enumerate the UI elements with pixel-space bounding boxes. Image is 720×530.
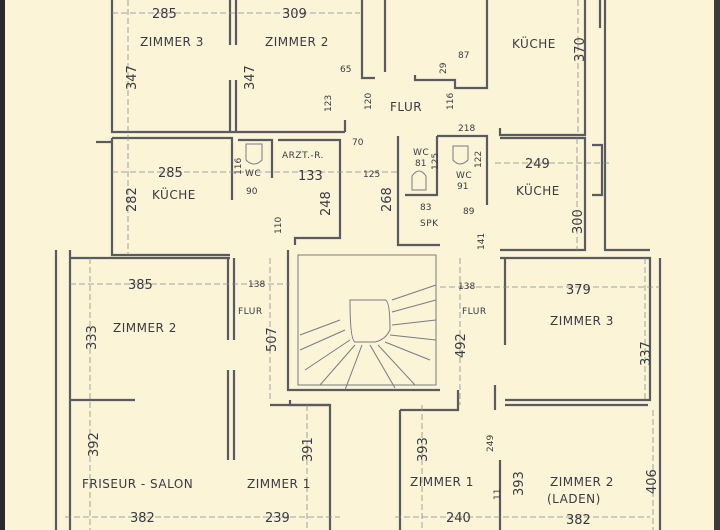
dimension-label: 138 xyxy=(248,280,265,290)
dimension-label: 391 xyxy=(301,437,316,462)
dimension-label: 385 xyxy=(128,278,153,293)
dimension-label: 393 xyxy=(512,471,527,496)
dimension-label: 249 xyxy=(525,157,550,172)
room-label: FLUR xyxy=(238,307,263,317)
room-label: ZIMMER 3 xyxy=(550,314,614,328)
room-labels: ZIMMER 3 ZIMMER 2 KÜCHE FLUR ARZT.-R. KÜ… xyxy=(82,35,614,506)
room-label: ZIMMER 1 xyxy=(247,477,311,491)
vertical-dimensions: 347 347 370 123 120 116 29 116 282 110 2… xyxy=(85,37,660,500)
room-label: ZIMMER 3 xyxy=(140,35,204,49)
dimension-label: 248 xyxy=(319,191,334,216)
room-label: ZIMMER 2 xyxy=(265,35,329,49)
dimension-label: 110 xyxy=(274,217,284,234)
dimension-label: 218 xyxy=(458,124,475,134)
staircase xyxy=(297,254,437,391)
toilet-icon xyxy=(452,145,469,165)
dimension-label: 138 xyxy=(458,282,475,292)
dimension-label: 125 xyxy=(363,170,380,180)
dimension-label: 133 xyxy=(298,169,323,184)
room-label: WC xyxy=(456,171,472,181)
room-label: ZIMMER 2 xyxy=(113,321,177,335)
dimension-label: 370 xyxy=(573,37,588,62)
dimension-label: 87 xyxy=(458,51,469,61)
room-label: WC xyxy=(245,169,261,179)
room-label: ARZT.-R. xyxy=(282,151,324,161)
dimension-label: 11 xyxy=(493,489,503,500)
dimension-label: 239 xyxy=(265,511,290,526)
dimension-label: 282 xyxy=(125,187,140,212)
dimension-label: 406 xyxy=(645,469,660,494)
room-label: KÜCHE xyxy=(512,35,556,51)
room-label: KÜCHE xyxy=(516,182,560,198)
dimension-label: 393 xyxy=(416,437,431,462)
room-label: (LADEN) xyxy=(547,492,601,506)
room-label: SPK xyxy=(420,219,439,229)
dimension-label: 382 xyxy=(130,511,155,526)
scan-edge-left xyxy=(0,0,5,530)
dimension-label: 507 xyxy=(265,327,280,352)
room-label: ZIMMER 1 xyxy=(410,475,474,489)
dimension-label: 333 xyxy=(85,325,100,350)
dimension-label: 249 xyxy=(486,435,496,452)
dimension-label: 120 xyxy=(364,93,374,110)
dimension-label: 70 xyxy=(352,138,364,148)
dimension-label: 379 xyxy=(566,283,591,298)
room-label: ZIMMER 2 xyxy=(550,475,614,489)
dimension-label: 347 xyxy=(243,65,258,90)
dimension-label: 116 xyxy=(446,93,456,110)
dimension-label: 300 xyxy=(571,209,586,234)
dimension-label: 285 xyxy=(158,166,183,181)
dimension-label: 83 xyxy=(420,203,431,213)
dimension-label: 492 xyxy=(454,333,469,358)
dimension-label: 116 xyxy=(234,158,244,175)
dimension-label: 392 xyxy=(87,432,102,457)
dimension-label: 337 xyxy=(639,341,654,366)
dimension-label: 141 xyxy=(477,233,487,250)
dimension-label: 285 xyxy=(152,7,177,22)
dimension-label: 122 xyxy=(474,151,484,168)
dimension-label: 347 xyxy=(125,65,140,90)
dimension-label: 240 xyxy=(446,511,471,526)
dimension-label: 29 xyxy=(439,62,449,74)
scan-edge-right xyxy=(714,0,720,530)
toilet-icons xyxy=(245,143,469,191)
room-label: FRISEUR - SALON xyxy=(82,477,193,491)
dimension-label: 382 xyxy=(566,513,591,528)
room-label: FLUR xyxy=(462,307,487,317)
dimension-label: 89 xyxy=(463,207,475,217)
dimension-label: 81 xyxy=(415,159,426,169)
dimension-label: 123 xyxy=(324,95,334,112)
toilet-icon xyxy=(245,143,263,165)
toilet-icon xyxy=(411,170,427,191)
horizontal-dimensions: 285 309 87 218 285 133 125 249 385 138 1… xyxy=(128,7,591,528)
dimension-label: 268 xyxy=(380,187,395,212)
room-label: WC xyxy=(413,148,429,158)
dimension-label: 91 xyxy=(457,182,468,192)
dimension-label: 90 xyxy=(246,187,258,197)
dimension-label: 65 xyxy=(340,65,351,75)
dimension-label: 309 xyxy=(282,7,307,22)
room-label: FLUR xyxy=(390,100,422,114)
walls xyxy=(54,0,662,530)
dimension-label: 125 xyxy=(431,153,441,170)
room-label: KÜCHE xyxy=(152,186,196,202)
dimension-lines xyxy=(65,0,660,530)
